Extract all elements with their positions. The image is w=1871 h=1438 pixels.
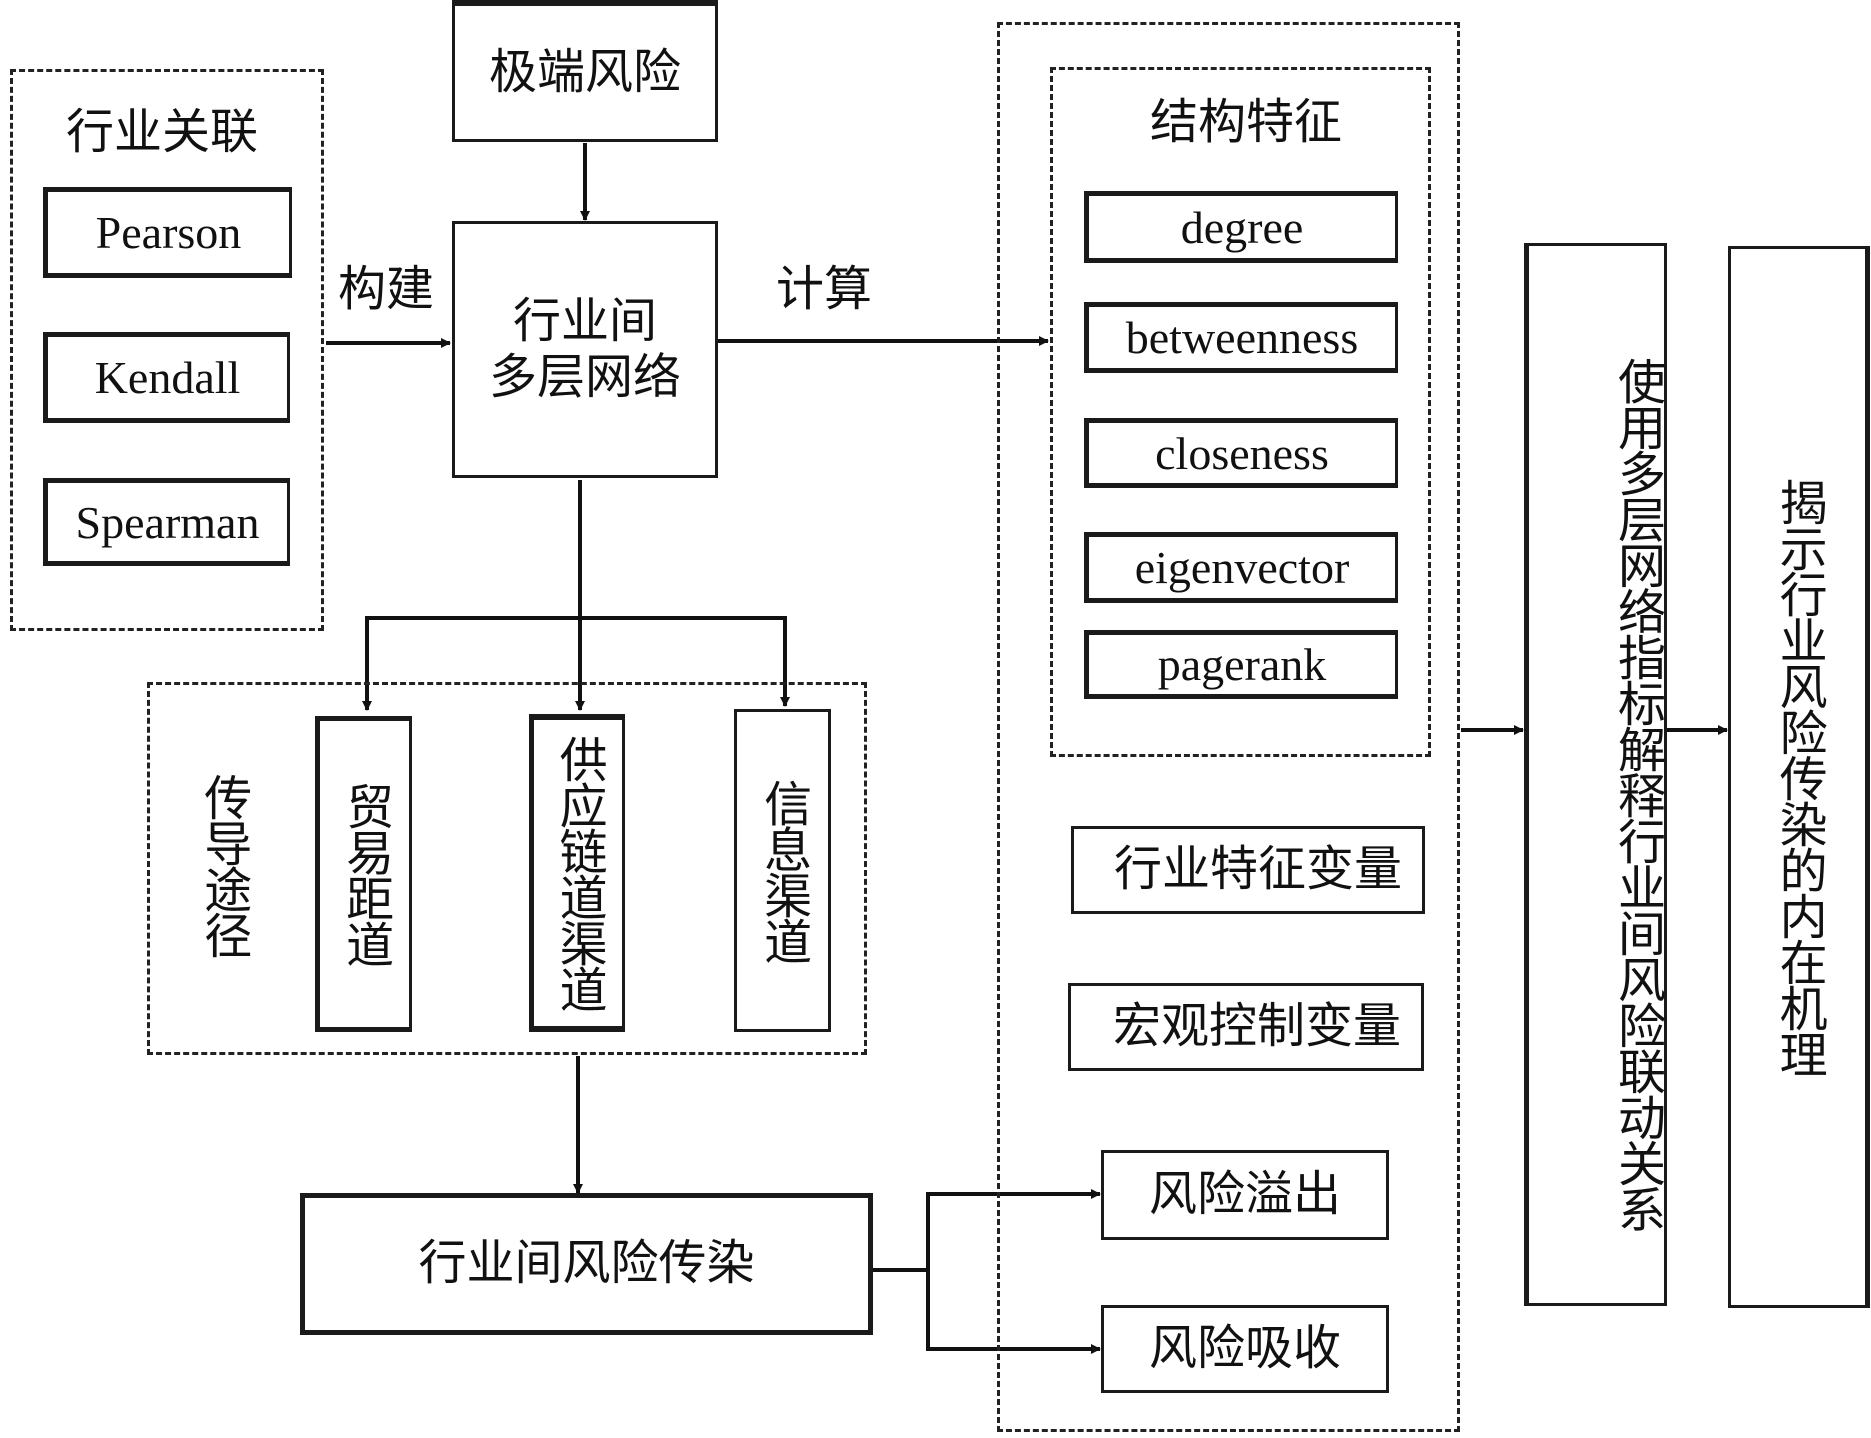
metric-eigenvector: eigenvector (1084, 532, 1398, 603)
structural-features-title: 结构特征 (1150, 94, 1343, 150)
compute-label: 计算 (776, 261, 873, 317)
industry-variables-box: 行业特征变量 (1071, 826, 1425, 914)
structural-features-group: 结构特征 (1050, 67, 1431, 757)
analysis-group (997, 22, 1460, 1432)
network-line-1: 行业间 (512, 293, 657, 350)
metric-closeness: closeness (1084, 418, 1398, 488)
channel-supply-chain: 供应链道渠道 (529, 714, 625, 1032)
method-kendall: Kendall (43, 332, 290, 423)
channel-information: 信息渠道 (734, 709, 831, 1032)
method-pearson: Pearson (43, 187, 292, 278)
macro-variables-box: 宏观控制变量 (1068, 983, 1424, 1071)
metric-betweenness: betweenness (1084, 302, 1398, 373)
build-label: 构建 (338, 261, 435, 317)
industry-correlation-title: 行业关联 (66, 104, 259, 160)
multilayer-network-box: 行业间 多层网络 (452, 221, 718, 478)
extreme-risk-box: 极端风险 (452, 0, 718, 142)
transmission-group (147, 682, 867, 1055)
contagion-box: 行业间风险传染 (300, 1193, 873, 1335)
method-spearman: Spearman (43, 478, 290, 566)
channel-trade: 贸易距道 (315, 716, 412, 1032)
risk-spillover-box: 风险溢出 (1101, 1150, 1389, 1240)
risk-absorption-box: 风险吸收 (1101, 1305, 1389, 1393)
industry-correlation-group: 行业关联 (10, 69, 324, 631)
metric-pagerank: pagerank (1084, 630, 1398, 699)
explain-relations-box: 使用多层网络指标解释行业间风险联动关系 (1524, 243, 1667, 1306)
metric-degree: degree (1084, 191, 1398, 263)
transmission-title: 传导途径 (195, 773, 252, 957)
reveal-mechanism-box: 揭示行业风险传染的内在机理 (1728, 246, 1870, 1308)
network-line-2: 多层网络 (488, 348, 681, 405)
